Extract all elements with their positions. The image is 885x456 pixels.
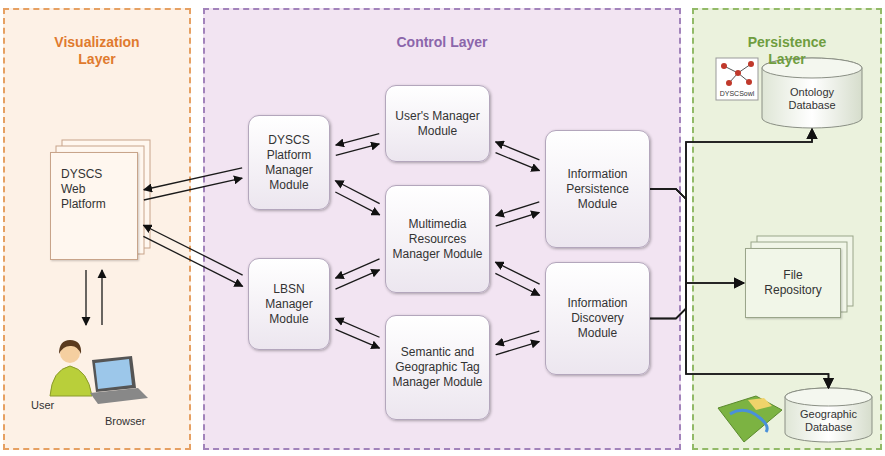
layer-title: Visualization Layer [37,34,157,68]
connector-arrow [650,283,829,388]
module-box: DYSCS Platform Manager Module [248,115,330,210]
database-cylinder [785,388,872,406]
connector-arrow [336,318,380,337]
map-icon [730,410,767,432]
node-label: Information Discovery Module [552,296,643,341]
connector-arrow [335,259,379,278]
page-stack [62,140,150,248]
connector-arrow [650,129,812,283]
node-label: User [31,399,54,412]
map-icon [718,396,782,442]
layer-band: Visualization LayerDYSCS Web PlatformUse… [3,8,191,450]
page-stack [56,140,853,312]
connector-arrow [495,273,539,295]
node-label: DYSCS Platform Manager Module [255,133,323,193]
user-icon [50,366,92,396]
owl-icon [735,70,741,76]
page-stack [56,146,144,254]
connector-arrow [143,236,242,286]
user-figure: UserBrowser [29,335,159,430]
connector-arrow [336,144,379,155]
connector-arrow [650,283,744,319]
connector-arrow [335,181,379,204]
node-label: User's Manager Module [392,109,483,139]
connector-arrow [495,262,539,284]
connector-arrow [336,329,380,348]
connector-arrow [650,189,829,388]
page-stack [751,242,847,312]
owl-icon [716,58,758,100]
module-box: Information Persistence Module [545,130,650,248]
owl-icon [748,61,754,67]
database-cylinder [762,58,862,78]
database-cylinder: Ontology Database [762,58,862,128]
icon-caption: DYSCSowl [714,90,760,98]
connector-arrow [336,134,379,145]
module-box: LBSN Manager Module [248,258,330,350]
connector-arrow [496,202,540,216]
connector-arrow [335,192,379,215]
connector-arrow [101,270,102,325]
map-icon [748,398,772,410]
node-label: Information Persistence Module [552,167,643,212]
owl-icon [721,63,727,69]
connector-arrow [650,189,744,283]
connector-arrow [143,225,242,275]
map-icon [718,396,782,442]
database-cylinder [762,58,862,128]
connector-arrow [650,129,812,319]
owl-icon [746,79,752,85]
node-label: File Repository [754,268,832,298]
connector-arrow [496,142,540,160]
connector-arrow [496,331,540,344]
node-label: DYSCS Web Platform [61,167,123,212]
file-repository: File Repository [745,248,841,318]
database-cylinder [762,58,872,442]
user-icon [50,340,148,404]
owl-icon [716,58,758,100]
node-label: Semantic and Geographic Tag Manager Modu… [392,345,483,390]
connector-arrow [496,153,540,171]
user-icon [59,340,81,354]
module-box: User's Manager Module [385,85,490,162]
layer-title: Control Layer [292,34,592,51]
module-box: Information Discovery Module [545,262,650,375]
user-icon [90,388,148,404]
database-cylinder: Geographic Database [785,388,872,442]
module-box: Multimedia Resources Manager Module [385,185,490,293]
node-label: Multimedia Resources Manager Module [392,217,483,262]
owl-icon [726,80,732,86]
connector-arrow [144,178,242,200]
module-box: Semantic and Geographic Tag Manager Modu… [385,315,490,420]
layer-title: Persistence Layer [732,34,842,68]
node-label: Geographic Database [789,408,868,434]
web-page-stack: DYSCS Web Platform [50,152,138,260]
user-icon [95,359,132,389]
connector-arrow [496,212,540,226]
node-label: Ontology Database [766,86,858,112]
database-cylinder [785,388,872,442]
connector-arrow [85,270,86,325]
user-icon [92,356,136,392]
connector-arrow [144,168,242,190]
connector-arrow [335,270,379,289]
layer-band: Control LayerDYSCS Platform Manager Modu… [203,8,681,450]
node-label: LBSN Manager Module [255,282,323,327]
connector-arrow [496,342,540,355]
node-label: Browser [105,415,145,428]
